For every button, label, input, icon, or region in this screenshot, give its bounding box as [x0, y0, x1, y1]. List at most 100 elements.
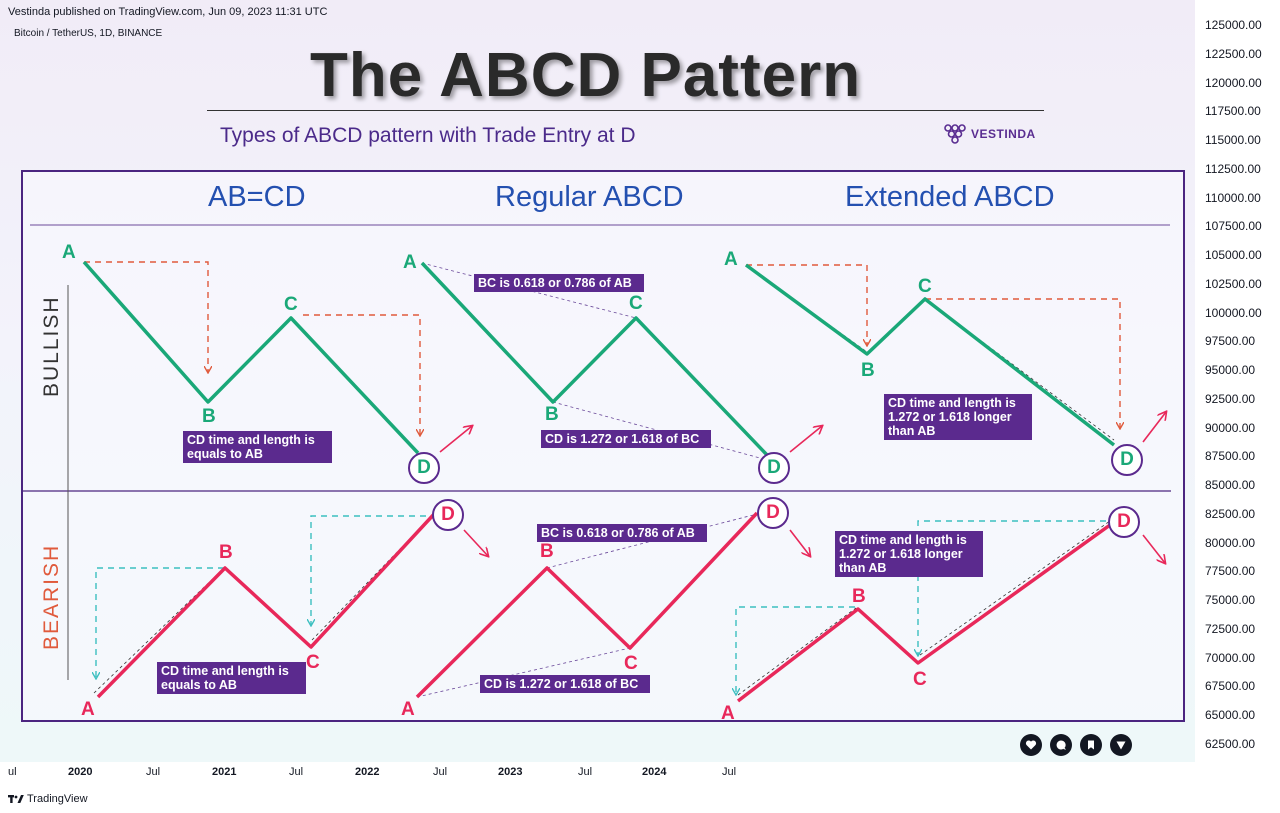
time-tick: 2020	[68, 766, 93, 778]
bear-reg-point-d: D	[757, 497, 789, 529]
time-tick: 2021	[212, 766, 237, 778]
price-tick: 110000.00	[1205, 191, 1261, 205]
bear-abcd-arrow	[463, 529, 488, 556]
price-tick: 80000.00	[1205, 536, 1256, 550]
bull-ext-arrow	[1142, 412, 1166, 443]
share-icon[interactable]	[1110, 734, 1132, 756]
bull-reg-line	[420, 261, 770, 458]
price-tick: 62500.00	[1205, 737, 1256, 751]
time-tick: ul	[8, 766, 17, 778]
time-tick: Jul	[578, 766, 593, 778]
price-tick: 72500.00	[1205, 622, 1256, 636]
price-tick: 87500.00	[1205, 449, 1256, 463]
bull-ext-guides	[746, 264, 1120, 428]
bull-reg-thin	[421, 262, 761, 459]
bear-abcd-point-c: C	[306, 652, 320, 673]
bear-ext-point-d: D	[1108, 506, 1140, 538]
bear-abcd-guides	[96, 515, 426, 678]
bear-reg-point-a: A	[401, 699, 415, 720]
note-bull-abcd: CD time and length is equals to AB	[183, 431, 332, 463]
page-title: The ABCD Pattern	[310, 41, 862, 110]
bull-ext-point-a: A	[724, 249, 738, 270]
price-tick: 90000.00	[1205, 421, 1256, 435]
bull-ext-point-c: C	[918, 276, 932, 297]
time-tick: Jul	[289, 766, 304, 778]
tradingview-logo[interactable]: TradingView	[8, 793, 88, 805]
note-bull-reg-cd: CD is 1.272 or 1.618 of BC	[541, 430, 711, 448]
bull-reg-point-a: A	[403, 252, 417, 273]
heart-icon[interactable]	[1020, 734, 1042, 756]
bear-abcd-line	[96, 510, 438, 699]
bear-abcd-point-b: B	[219, 542, 233, 563]
column-title-extended: Extended ABCD	[845, 181, 1055, 213]
bear-abcd-point-d: D	[432, 499, 464, 531]
price-tick: 122500.00	[1205, 47, 1262, 61]
symbol-info: Bitcoin / TetherUS, 1D, BINANCE	[14, 28, 163, 39]
price-tick: 102500.00	[1205, 277, 1262, 291]
price-tick: 92500.00	[1205, 392, 1256, 406]
grape-cluster-logo	[944, 124, 966, 144]
price-tick: 97500.00	[1205, 334, 1256, 348]
bookmark-icon[interactable]	[1080, 734, 1102, 756]
price-tick: 75000.00	[1205, 593, 1256, 607]
note-bull-reg-bc: BC is 0.618 or 0.786 of AB	[474, 274, 644, 292]
price-tick: 100000.00	[1205, 306, 1262, 320]
time-tick: Jul	[722, 766, 737, 778]
price-tick: 65000.00	[1205, 708, 1256, 722]
note-bear-abcd: CD time and length is equals to AB	[157, 662, 306, 694]
column-title-ab-cd: AB=CD	[208, 181, 306, 213]
bull-reg-point-c: C	[629, 293, 643, 314]
price-tick: 70000.00	[1205, 651, 1256, 665]
bull-abcd-point-c: C	[284, 294, 298, 315]
bull-abcd-point-a: A	[62, 242, 76, 263]
price-tick: 107500.00	[1205, 219, 1262, 233]
bear-ext-guides	[736, 520, 1106, 694]
title-divider	[207, 110, 1044, 111]
bear-reg-point-c: C	[624, 653, 638, 674]
social-toolbar	[1020, 734, 1132, 756]
bull-reg-point-b: B	[545, 404, 559, 425]
price-axis[interactable]	[1195, 0, 1280, 762]
bear-reg-line	[415, 511, 759, 699]
tradingview-logo-icon	[8, 795, 24, 803]
bull-abcd-line	[82, 260, 420, 455]
time-tick: 2024	[642, 766, 667, 778]
bear-reg-arrow	[789, 529, 810, 556]
note-bear-reg-bc: BC is 0.618 or 0.786 of AB	[537, 524, 707, 542]
price-tick: 67500.00	[1205, 679, 1256, 693]
price-tick: 77500.00	[1205, 564, 1256, 578]
price-tick: 120000.00	[1205, 76, 1262, 90]
price-tick: 95000.00	[1205, 363, 1256, 377]
pattern-drawing	[23, 224, 1171, 703]
price-tick: 82500.00	[1205, 507, 1256, 521]
time-tick: Jul	[146, 766, 161, 778]
tradingview-logo-text: TradingView	[27, 793, 88, 805]
column-title-regular: Regular ABCD	[495, 181, 684, 213]
price-tick: 105000.00	[1205, 248, 1262, 262]
bear-ext-thin	[737, 520, 1111, 696]
bear-abcd-point-a: A	[81, 699, 95, 720]
bear-ext-point-a: A	[721, 703, 735, 724]
bear-ext-point-c: C	[913, 669, 927, 690]
bull-reg-point-d: D	[758, 452, 790, 484]
price-tick: 125000.00	[1205, 18, 1262, 32]
price-tick: 117500.00	[1205, 104, 1261, 118]
bear-reg-point-b: B	[540, 541, 554, 562]
bear-ext-line	[736, 523, 1112, 703]
bull-reg-arrow	[789, 426, 822, 453]
chat-icon[interactable]	[1050, 734, 1072, 756]
bull-abcd-point-b: B	[202, 406, 216, 427]
bull-abcd-guides	[84, 261, 420, 435]
note-bull-ext: CD time and length is 1.272 or 1.618 lon…	[884, 394, 1032, 440]
time-tick: 2022	[355, 766, 380, 778]
price-tick: 85000.00	[1205, 478, 1256, 492]
note-bear-reg-cd: CD is 1.272 or 1.618 of BC	[480, 675, 650, 693]
brand: VESTINDA	[944, 124, 1036, 144]
brand-name: VESTINDA	[971, 127, 1036, 141]
bull-abcd-arrow	[439, 426, 472, 453]
time-tick: Jul	[433, 766, 448, 778]
bear-ext-arrow	[1142, 534, 1165, 563]
bull-ext-point-d: D	[1111, 444, 1143, 476]
page-subtitle: Types of ABCD pattern with Trade Entry a…	[220, 124, 636, 147]
note-bear-ext: CD time and length is 1.272 or 1.618 lon…	[835, 531, 983, 577]
